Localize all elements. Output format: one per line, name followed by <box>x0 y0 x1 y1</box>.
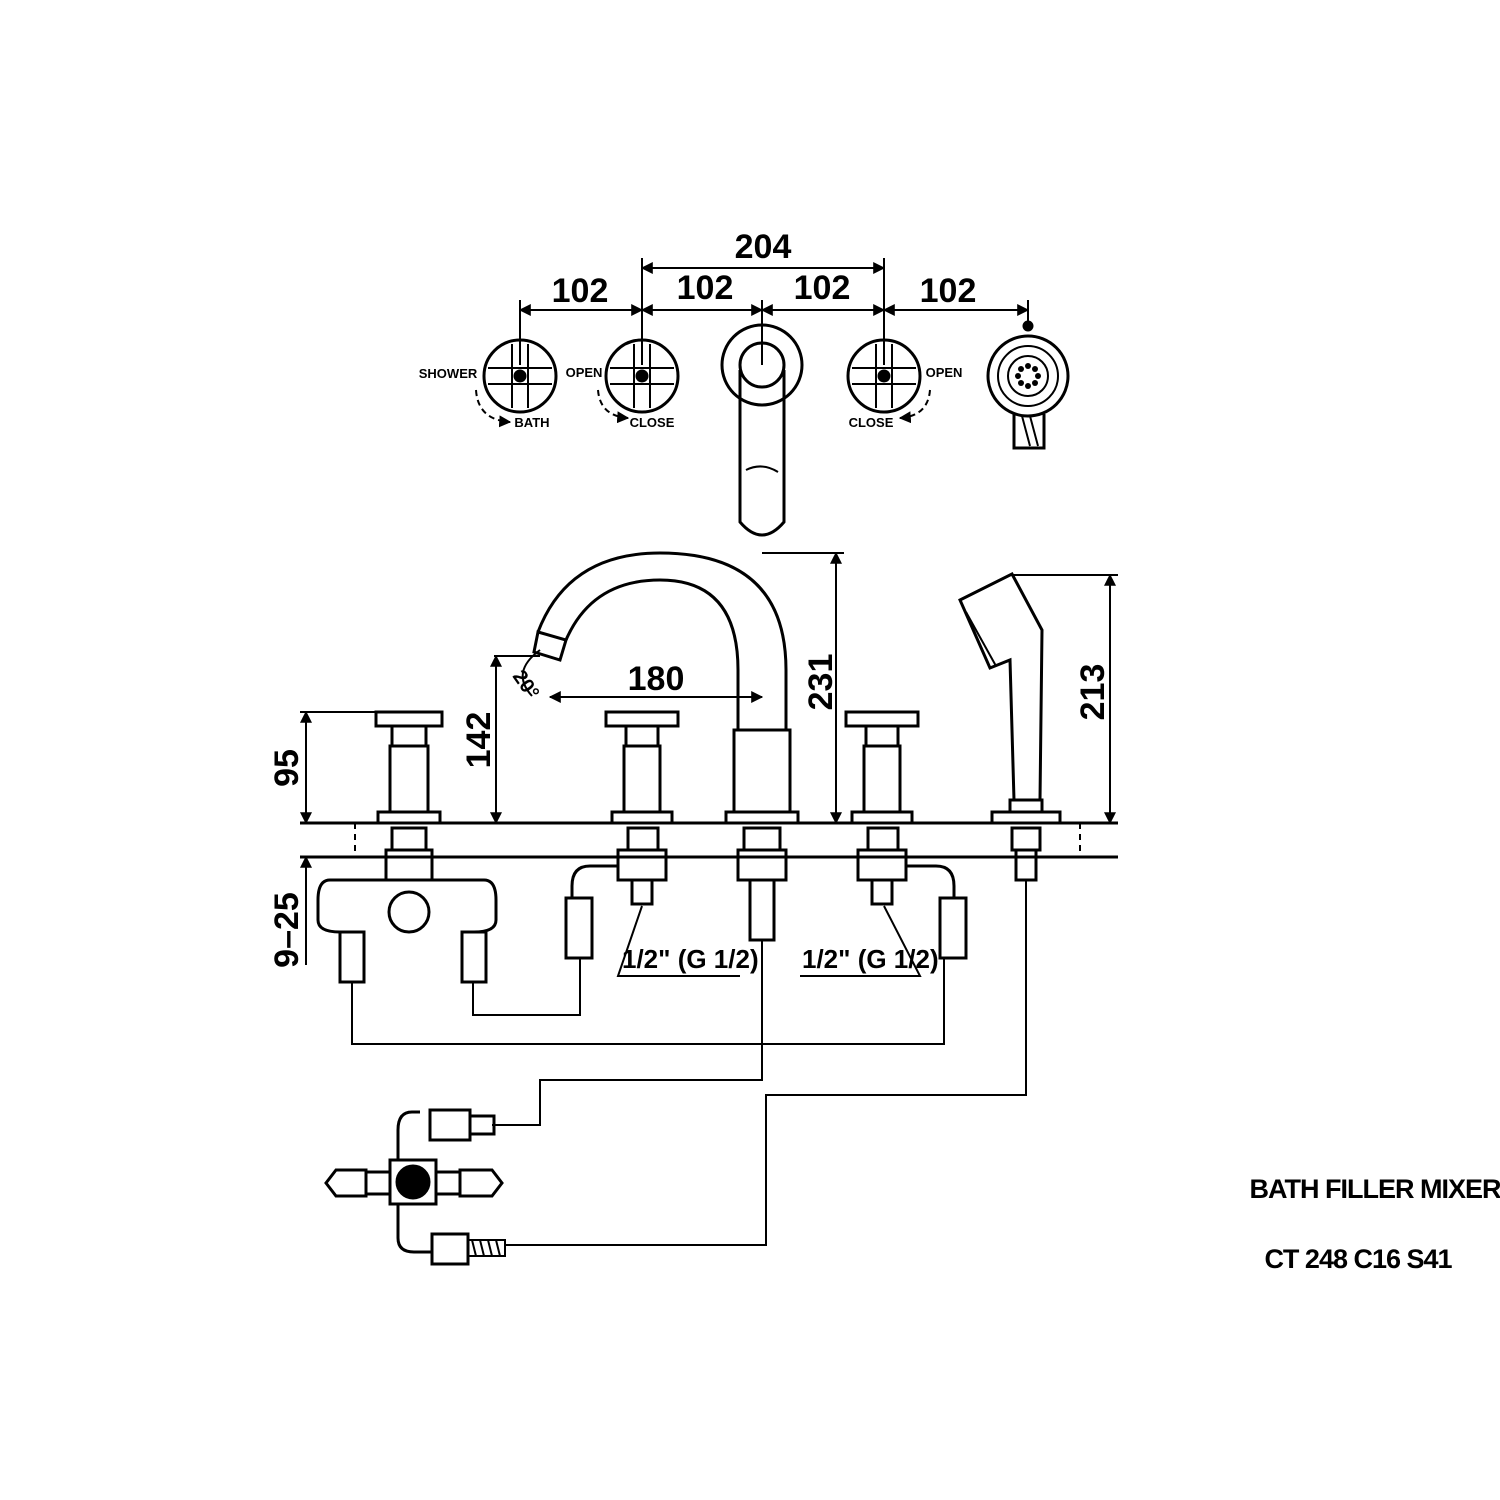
label-close-left: CLOSE <box>630 415 675 430</box>
left-valve-top <box>597 338 680 424</box>
dim-handshower-height-213: 213 <box>1074 664 1112 721</box>
label-shower: SHOWER <box>419 366 478 381</box>
dim-spout-outlet-142: 142 <box>460 712 498 769</box>
handshower-top <box>986 320 1070 450</box>
spout-angle: 20° <box>508 666 543 703</box>
top-view: 204 102 102 102 102 SHOWER BATH OPEN CLO… <box>419 228 1070 537</box>
dim-segment-2: 102 <box>677 269 734 307</box>
connecting-hoses <box>351 880 1027 1246</box>
dim-handle-height-95: 95 <box>268 749 306 787</box>
dim-spout-reach-180: 180 <box>628 660 685 698</box>
spout-top <box>720 323 804 537</box>
front-view: 95 9–25 142 180 20° 231 213 <box>268 551 1118 1246</box>
dim-segment-4: 102 <box>920 272 977 310</box>
product-title: BATH FILLER MIXER <box>1250 1174 1500 1204</box>
left-valve-front <box>564 710 680 960</box>
dim-segment-3: 102 <box>794 269 851 307</box>
spout-front <box>532 551 800 942</box>
label-close-right: CLOSE <box>849 415 894 430</box>
right-valve-front <box>844 710 968 960</box>
dim-spout-height-231: 231 <box>802 654 840 711</box>
label-bath: BATH <box>514 415 549 430</box>
diverter-handle-top <box>475 338 558 428</box>
dim-segment-1: 102 <box>552 272 609 310</box>
product-model: CT 248 C16 S41 <box>1264 1244 1452 1274</box>
label-open-right: OPEN <box>926 365 963 380</box>
dim-total-204: 204 <box>735 228 792 266</box>
dim-deck-thickness: 9–25 <box>268 892 306 968</box>
handshower-front <box>958 572 1062 882</box>
label-open-left: OPEN <box>566 365 603 380</box>
thread-left: 1/2" (G 1/2) <box>622 944 759 974</box>
thread-right: 1/2" (G 1/2) <box>802 944 939 974</box>
diverter-body <box>324 1108 506 1266</box>
right-valve-top <box>846 338 931 424</box>
